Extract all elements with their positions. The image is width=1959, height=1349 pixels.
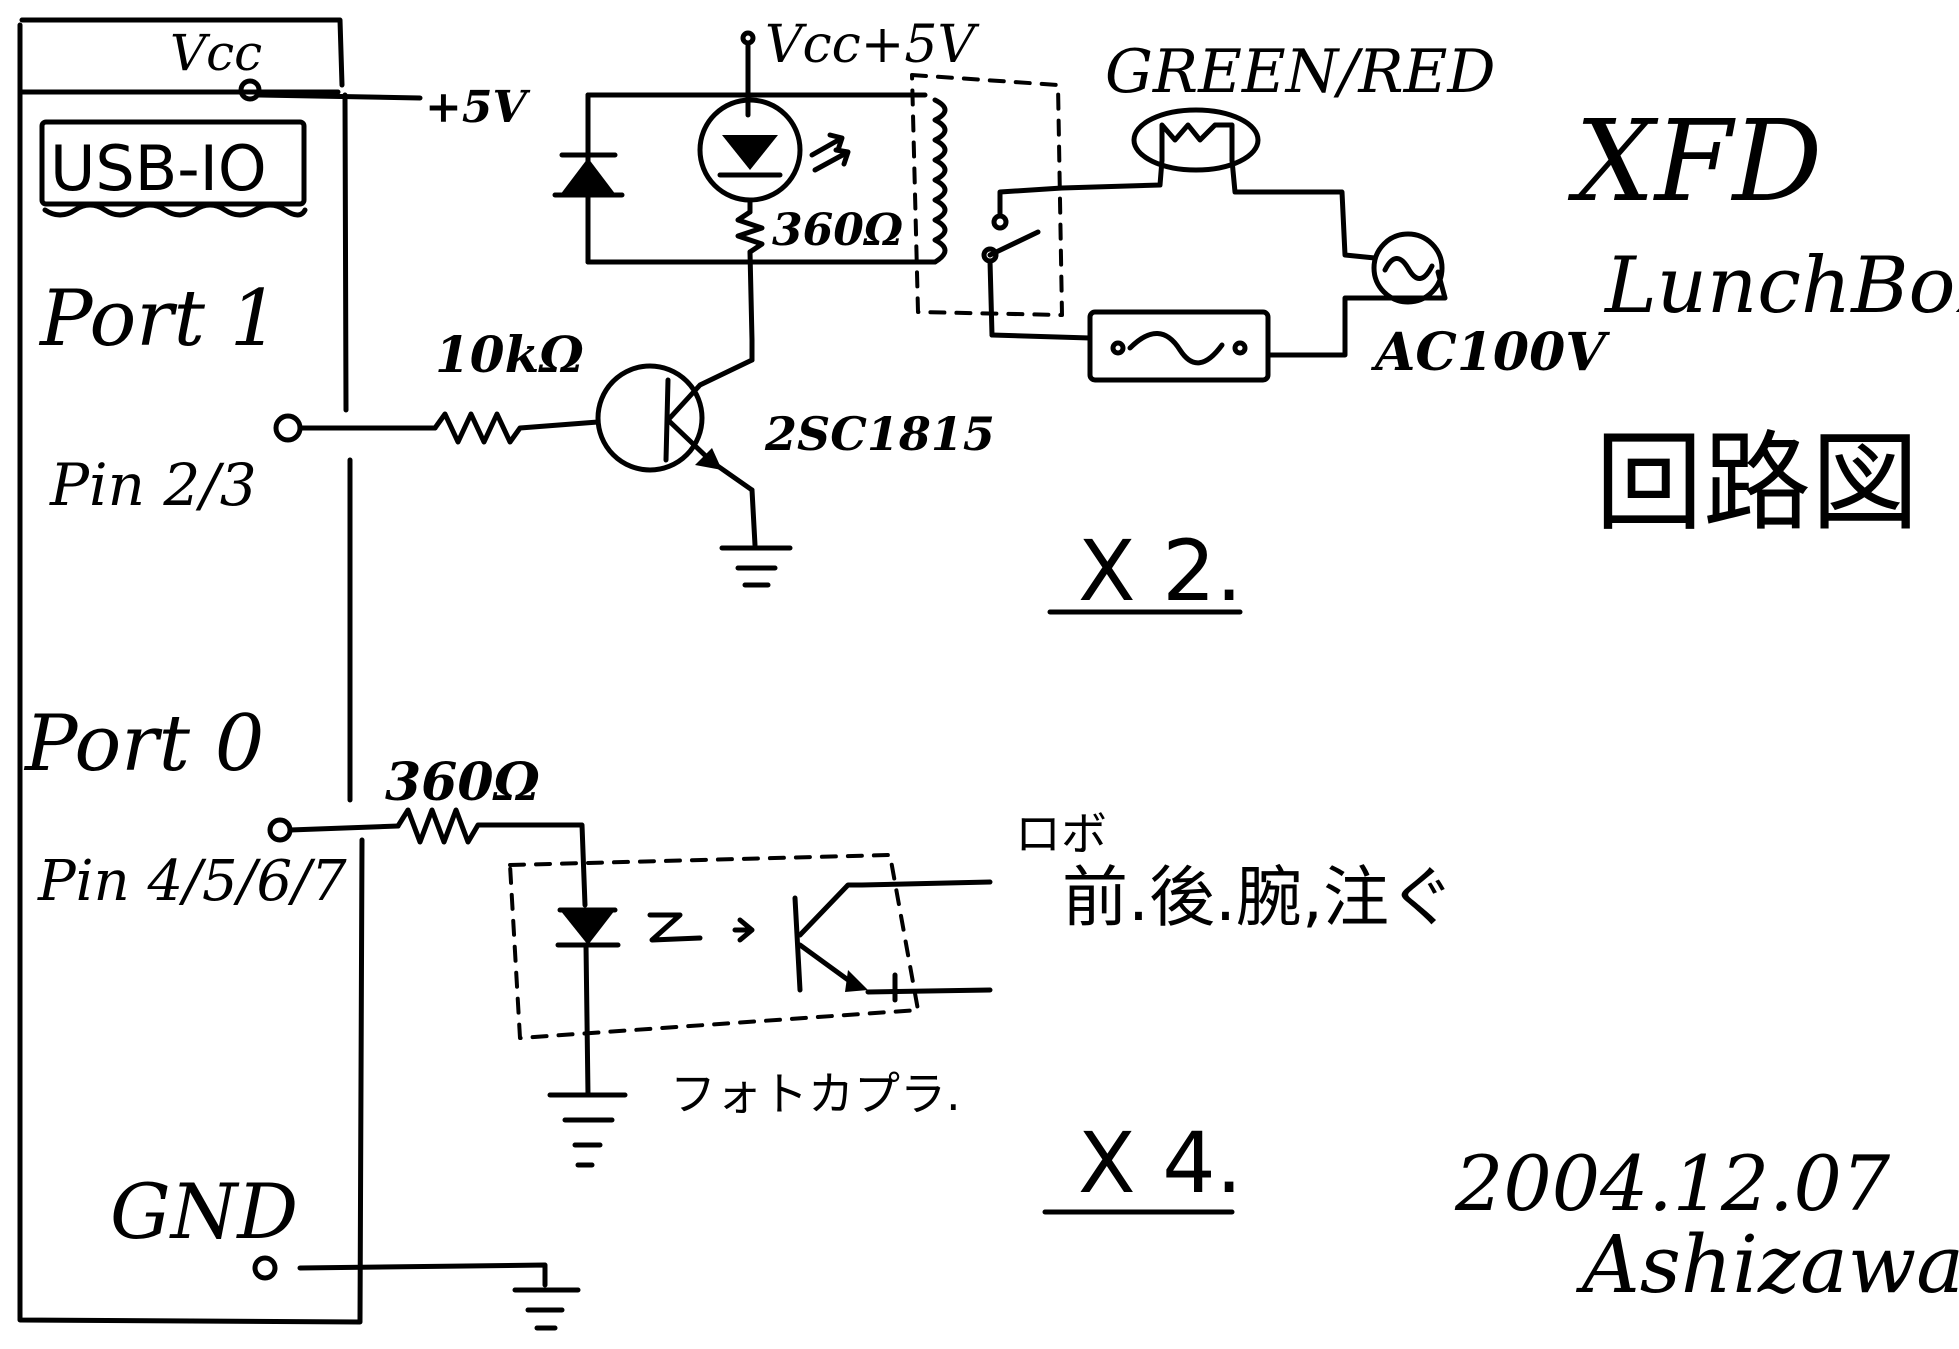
usb-io-label-box	[39, 119, 307, 207]
ac-source-symbol	[1371, 231, 1445, 305]
signature-author: Ashizawa	[1575, 1218, 1959, 1311]
lamp-and-ac-wiring	[989, 157, 1448, 358]
vcc-out-label: +5V	[425, 82, 530, 133]
lamp-symbol	[1131, 107, 1261, 173]
title-line3: 回路図	[1595, 421, 1919, 546]
input-circuit	[267, 807, 1235, 1215]
output-ground-symbol	[719, 545, 793, 588]
port1-label: Port 1	[38, 274, 279, 364]
transistor-label: 2SC1815	[764, 407, 995, 461]
lamp-label: GREEN/RED	[1105, 37, 1496, 107]
output-multiplier: X 2.	[1078, 522, 1242, 620]
output-circuit	[273, 30, 1448, 615]
robot-inputs-label: 前.後.腕,注ぐ	[1062, 859, 1455, 936]
supply-label: Vcc+5V	[765, 15, 979, 75]
input-resistor-label: 360Ω	[385, 752, 540, 813]
base-resistor-symbol	[432, 411, 601, 445]
relay-symbol	[910, 73, 1065, 338]
port0-pins-label: Pin 4/5/6/7	[37, 849, 347, 914]
photocoupler-symbol	[508, 853, 993, 1098]
input-resistor-symbol	[395, 807, 588, 908]
board-ground	[252, 1255, 581, 1331]
input-multiplier: X 4.	[1078, 1114, 1242, 1212]
transistor-symbol	[595, 357, 755, 493]
input-ground-symbol	[547, 1092, 628, 1168]
signature-date: 2004.12.07	[1454, 1139, 1891, 1228]
title-line2: LunchBox	[1603, 241, 1959, 331]
robot-label: ロボ	[1015, 807, 1107, 861]
heater-load-symbol	[1087, 309, 1271, 383]
port0-label: Port 0	[23, 699, 264, 789]
vcc-label: Vcc	[170, 24, 262, 82]
vcc-pin	[238, 78, 423, 102]
board-name: USB-IO	[50, 132, 267, 205]
title-line1: XFD	[1567, 97, 1822, 227]
gnd-label: GND	[110, 1167, 298, 1256]
led-resistor-label: 360Ω	[772, 205, 903, 256]
led-resistor-symbol	[735, 209, 765, 255]
base-resistor-label: 10kΩ	[435, 325, 584, 384]
usb-io-board-outline	[17, 17, 365, 1325]
flyback-diode-symbol	[552, 152, 625, 198]
photocoupler-label: フォトカプラ.	[670, 1067, 961, 1121]
status-led-symbol	[697, 97, 851, 203]
port1-pins-label: Pin 2/3	[49, 451, 257, 519]
ac-source-label: AC100V	[1370, 322, 1610, 383]
